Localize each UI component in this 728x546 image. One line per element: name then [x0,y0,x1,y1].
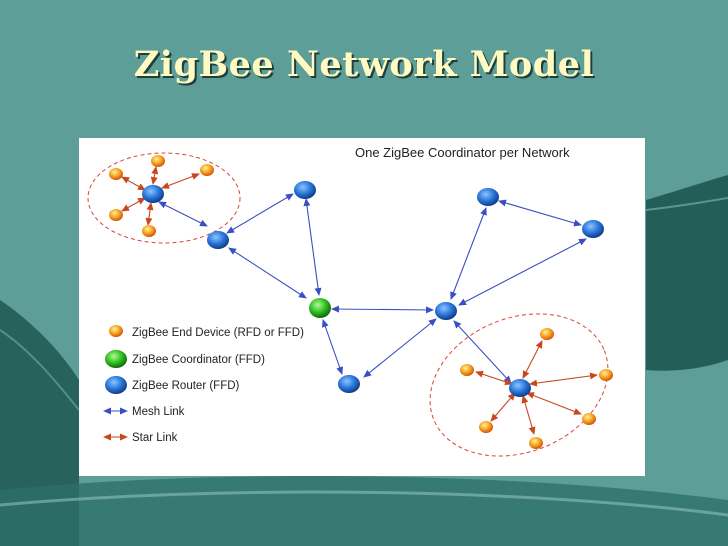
router-node [435,302,457,320]
star-link [475,370,513,386]
mesh-links [158,193,587,384]
star-link [521,395,536,435]
router-node [582,220,604,238]
legend-label: Star Link [132,432,178,444]
legend-coordinator-icon [105,350,127,368]
end-device-node [479,421,493,433]
end-device-node [151,155,165,167]
router-node [142,185,164,203]
end-devices [109,155,613,449]
routers [142,181,604,397]
router-node [509,379,531,397]
star-link [121,197,146,212]
mesh-link [226,193,294,234]
zigbee-network-diagram: One ZigBee Coordinator per Network [79,138,645,476]
end-device-node [200,164,214,176]
end-device-node [540,328,554,340]
legend-label: Mesh Link [132,406,185,418]
router-node [207,231,229,249]
router-node [477,188,499,206]
legend: ZigBee End Device (RFD or FFD) ZigBee Co… [103,325,304,444]
end-device-node [582,413,596,425]
mesh-link [303,198,322,296]
star-link [145,202,154,226]
diagram-panel [79,138,645,476]
slide-title: ZigBee Network Model [133,44,595,85]
star-link [150,166,159,185]
background-swoosh-right [646,175,728,371]
legend-label: ZigBee Router (FFD) [132,380,240,392]
legend-label: ZigBee End Device (RFD or FFD) [132,327,304,339]
end-device-node [529,437,543,449]
mesh-link [158,201,208,227]
mesh-link [498,199,582,227]
star-link [522,340,543,379]
end-device-node [109,168,123,180]
legend-label: ZigBee Coordinator (FFD) [132,354,265,366]
mesh-link [331,305,434,314]
coordinator-node [309,298,331,318]
star-cluster-outline-bottom-right [429,313,609,457]
legend-end-device-icon [109,325,123,337]
legend-router-icon [105,376,127,394]
router-node [294,181,316,199]
diagram-heading: One ZigBee Coordinator per Network [355,145,570,160]
mesh-link [363,318,437,378]
background-swoosh-bottom [0,476,728,546]
end-device-node [109,209,123,221]
end-device-node [460,364,474,376]
star-link [121,176,146,191]
router-node [338,375,360,393]
background-swoosh-left [0,300,79,546]
mesh-link [228,247,307,299]
star-links [121,166,598,435]
star-link [529,372,598,387]
end-device-node [142,225,156,237]
mesh-link [458,238,587,306]
end-device-node [599,369,613,381]
star-link [161,173,200,189]
star-link [526,392,582,415]
mesh-link [322,319,343,375]
star-link [490,392,516,422]
